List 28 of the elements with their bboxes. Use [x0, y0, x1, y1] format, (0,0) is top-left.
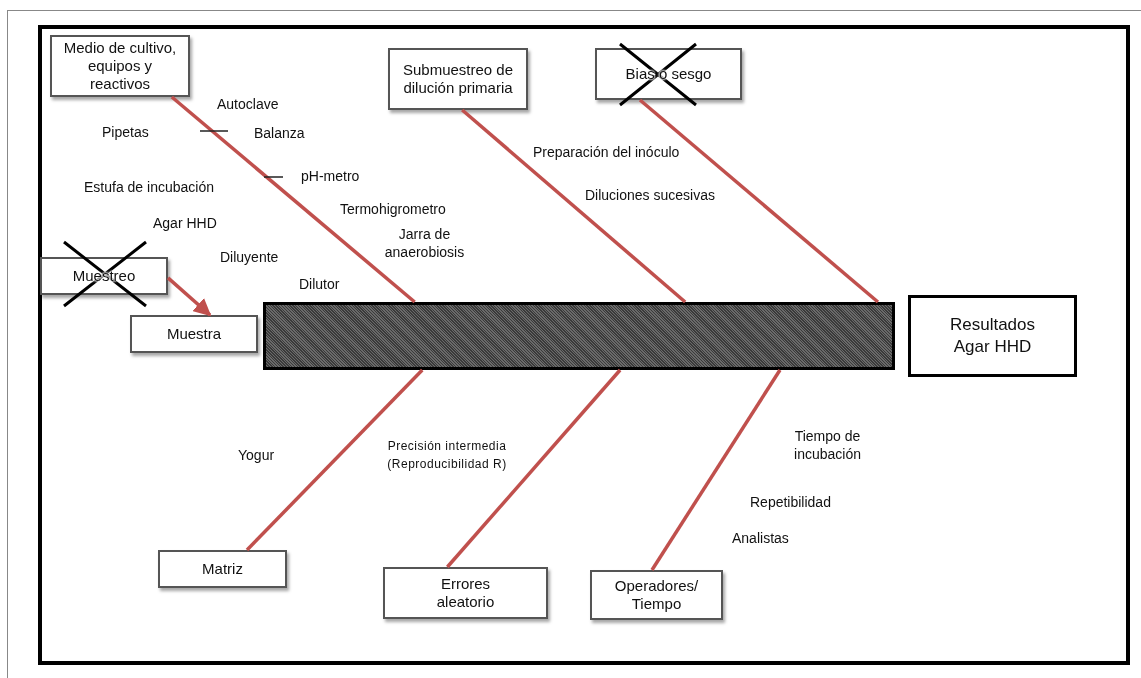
cause-box — [590, 570, 723, 620]
cause-label: Pipetas — [102, 123, 149, 141]
box-text: Errores aleatorio — [435, 575, 496, 611]
branch-line — [446, 368, 622, 569]
branch-line — [461, 108, 687, 304]
box-text: Operadores/ Tiempo — [613, 577, 700, 613]
branch-line — [170, 95, 416, 304]
spine-bar — [263, 302, 895, 370]
cause-box — [130, 315, 258, 353]
box-text: Muestra — [166, 325, 222, 343]
cause-label: Repetibilidad — [750, 493, 831, 511]
cause-box — [388, 48, 528, 110]
arrow — [166, 276, 212, 317]
result-box — [908, 295, 1077, 377]
branch-line — [650, 369, 782, 571]
cause-box — [595, 48, 742, 100]
box-text: Submuestreo de dilución primaria — [401, 61, 515, 97]
cause-label: Preparación del inóculo — [533, 143, 680, 161]
branch-line — [638, 98, 880, 304]
cause-label: Diluyente — [220, 248, 279, 266]
cause-label: Termohigrometro — [340, 200, 446, 218]
cause-box — [158, 550, 287, 588]
cause-box — [50, 35, 190, 97]
box-text: Resultados Agar HHD — [948, 314, 1037, 358]
branch-line — [245, 368, 424, 552]
box-text: Matriz — [202, 560, 243, 578]
box-text: Medio de cultivo, equipos y reactivos — [62, 39, 178, 93]
cause-box — [383, 567, 548, 619]
